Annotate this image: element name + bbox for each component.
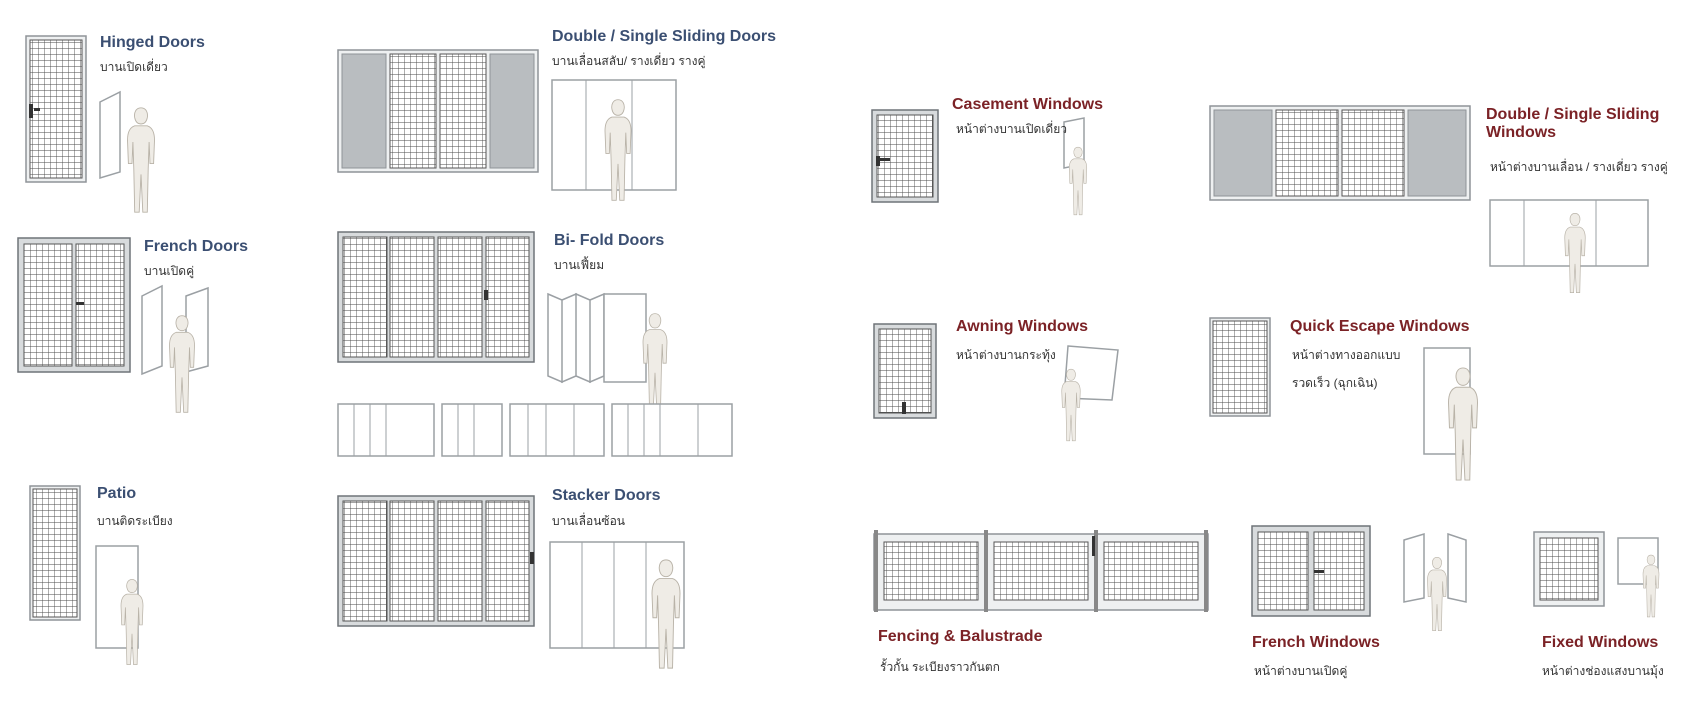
- bifold-door-illustration: [337, 231, 733, 457]
- sliding-windows-title: Double / Single Sliding Windows: [1486, 106, 1686, 143]
- fencing-title: Fencing & Balustrade: [878, 628, 1043, 645]
- casement-windows-title: Casement Windows: [952, 96, 1103, 113]
- stacker-door-illustration: [337, 495, 685, 669]
- patio-illustration: [29, 485, 144, 665]
- french-windows-subtitle: หน้าต่างบานเปิดคู่: [1254, 664, 1348, 678]
- hinged-doors-title: Hinged Doors: [100, 34, 205, 51]
- fixed-windows-title: Fixed Windows: [1542, 634, 1659, 651]
- hinged-door-illustration: [25, 35, 155, 213]
- sliding-windows-subtitle: หน้าต่างบานเลื่อน / รางเดี่ยว รางคู่: [1490, 160, 1668, 174]
- french-window-illustration: [1251, 525, 1467, 632]
- sliding-doors-title: Double / Single Sliding Doors: [552, 28, 777, 45]
- awning-windows-title: Awning Windows: [956, 318, 1088, 335]
- sliding-windows-title-text: Double / Single Sliding Windows: [1486, 106, 1660, 142]
- stacker-doors-title: Stacker Doors: [552, 487, 661, 504]
- quick-escape-windows-subtitle-line1: หน้าต่างทางออกแบบ: [1292, 348, 1401, 362]
- patio-subtitle: บานติดระเบียง: [97, 514, 173, 528]
- patio-title: Patio: [97, 485, 137, 502]
- quick-escape-window-illustration: [1209, 317, 1479, 481]
- fencing-illustration: [873, 530, 1209, 612]
- person-silhouette-icon: [127, 107, 155, 213]
- sliding-window-illustration: [1209, 105, 1649, 294]
- french-door-illustration: [17, 237, 209, 413]
- fencing-subtitle: รั้วกั้น ระเบียงราวกันตก: [880, 660, 1000, 674]
- awning-windows-subtitle: หน้าต่างบานกระทุ้ง: [956, 348, 1056, 362]
- bifold-doors-subtitle: บานเฟี้ยม: [554, 258, 605, 272]
- person-silhouette-icon: [1427, 556, 1447, 632]
- quick-escape-windows-title: Quick Escape Windows: [1290, 318, 1470, 335]
- fixed-windows-subtitle: หน้าต่างช่องแสงบานมุ้ง: [1542, 664, 1664, 678]
- sliding-doors-subtitle: บานเลื่อนสลับ/ รางเดี่ยว รางคู่: [552, 54, 706, 68]
- french-doors-title: French Doors: [144, 238, 249, 255]
- sliding-door-illustration: [337, 49, 677, 201]
- awning-window-illustration: [873, 323, 1119, 442]
- french-windows-title: French Windows: [1252, 634, 1380, 651]
- bifold-doors-title: Bi- Fold Doors: [554, 232, 665, 249]
- casement-window-illustration: [871, 109, 1088, 216]
- quick-escape-windows-subtitle-line2: รวดเร็ว (ฉุกเฉิน): [1292, 376, 1378, 390]
- bifold-configuration-row: [337, 403, 733, 457]
- hinged-doors-subtitle: บานเปิดเดี่ยว: [100, 60, 168, 74]
- casement-windows-subtitle: หน้าต่างบานเปิดเดี่ยว: [956, 122, 1067, 136]
- french-doors-subtitle: บานเปิดคู่: [144, 264, 195, 278]
- fixed-window-illustration: [1533, 531, 1660, 618]
- stacker-doors-subtitle: บานเลื่อนซ้อน: [552, 514, 625, 528]
